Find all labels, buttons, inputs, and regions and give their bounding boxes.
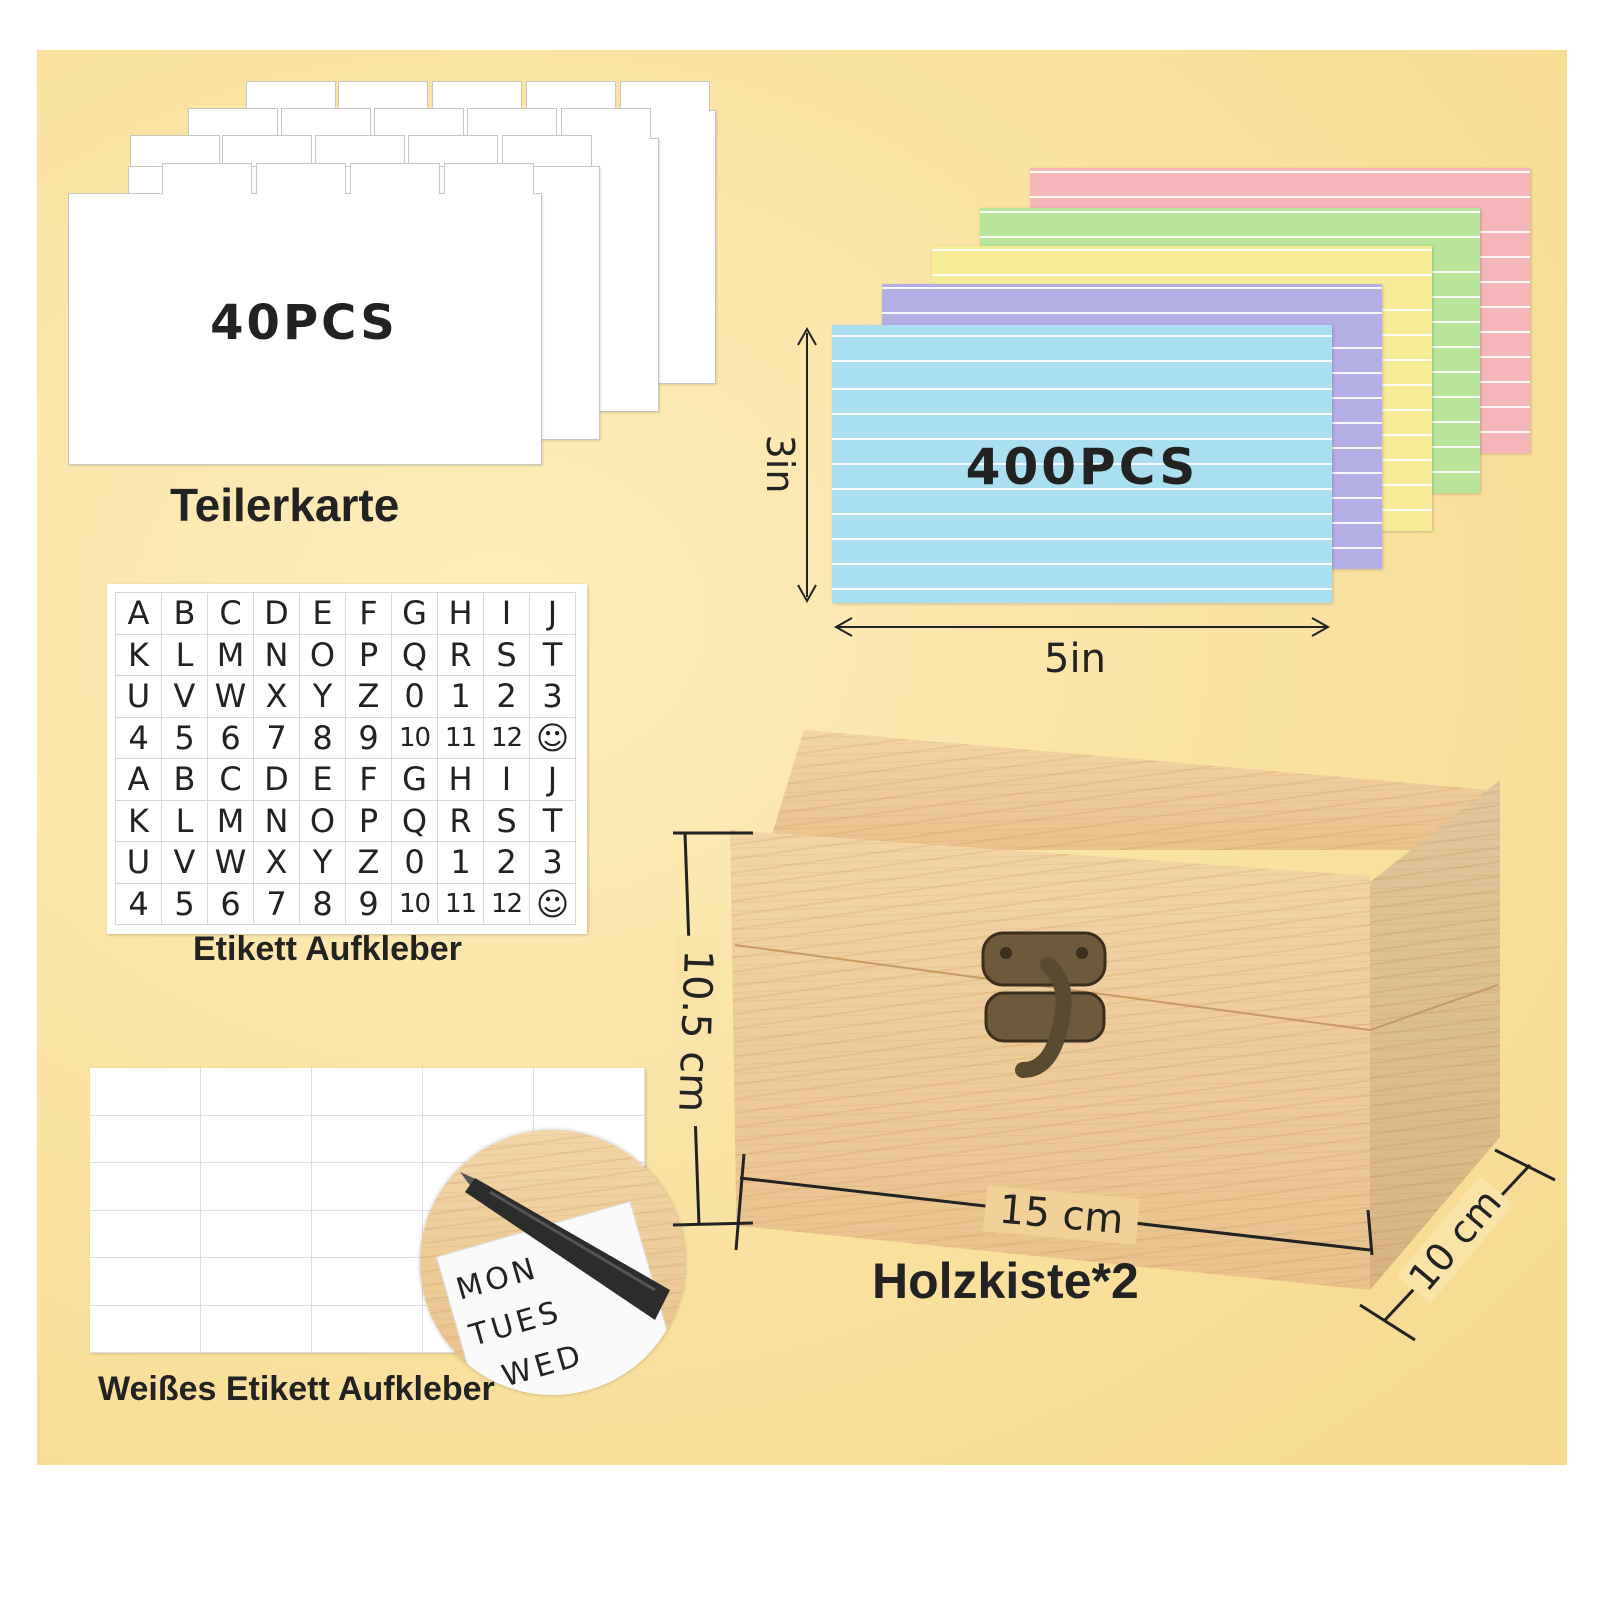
sticker-cell: 3 [530, 676, 576, 718]
sticker-cell: 8 [300, 883, 346, 925]
sticker-cell: L [162, 800, 208, 842]
sticker-cell: Y [300, 676, 346, 718]
sticker-cell: D [254, 759, 300, 801]
sticker-cell: O [300, 800, 346, 842]
sticker-cell: N [254, 634, 300, 676]
sticker-cell: 4 [116, 717, 162, 759]
pen-icon [460, 1172, 670, 1320]
height-dimension-arrow [797, 326, 817, 604]
box-height-label: 10.5 cm [668, 935, 722, 1127]
sticker-cell: K [116, 800, 162, 842]
white-label-caption: Weißes Etikett Aufkleber [98, 1370, 495, 1408]
sticker-cell: 9 [346, 883, 392, 925]
sticker-cell: B [162, 593, 208, 635]
index-card-height-label: 3in [758, 434, 802, 494]
sticker-cell: P [346, 800, 392, 842]
sticker-cell: 11 [438, 717, 484, 759]
sticker-cell: 10 [392, 883, 438, 925]
sticker-cell: 0 [392, 676, 438, 718]
box-lid-seam [734, 944, 1499, 1031]
index-card-blue [832, 325, 1332, 603]
sticker-cell: 6 [208, 883, 254, 925]
sticker-cell: J [530, 593, 576, 635]
sticker-cell: K [116, 634, 162, 676]
sticker-cell: M [208, 800, 254, 842]
sticker-cell: F [346, 759, 392, 801]
sticker-cell: O [300, 634, 346, 676]
wooden-box-caption: Holzkiste*2 [872, 1253, 1139, 1309]
sticker-cell: G [392, 593, 438, 635]
sticker-cell: Q [392, 800, 438, 842]
sticker-cell: P [346, 634, 392, 676]
sticker-cell: 1 [438, 842, 484, 884]
sticker-cell: C [208, 593, 254, 635]
sticker-cell: B [162, 759, 208, 801]
sticker-cell: L [162, 634, 208, 676]
sticker-cell: 1 [438, 676, 484, 718]
sticker-cell: W [208, 676, 254, 718]
sticker-cell: 7 [254, 883, 300, 925]
sticker-cell: N [254, 800, 300, 842]
sticker-cell: 11 [438, 883, 484, 925]
label-writing-inset: MON TUES WED [420, 1130, 685, 1395]
sticker-cell: Z [346, 676, 392, 718]
sticker-cell: V [162, 676, 208, 718]
sticker-cell: Q [392, 634, 438, 676]
sticker-cell: 6 [208, 717, 254, 759]
sticker-cell: 8 [300, 717, 346, 759]
width-dimension-arrow [833, 617, 1331, 637]
sticker-cell: J [530, 759, 576, 801]
sticker-cell: Z [346, 842, 392, 884]
sticker-cell: S [484, 800, 530, 842]
sticker-cell: A [116, 593, 162, 635]
sticker-cell: 0 [392, 842, 438, 884]
sticker-cell: ☺ [530, 883, 576, 925]
sticker-cell: T [530, 800, 576, 842]
sticker-cell: H [438, 593, 484, 635]
letter-sticker-caption: Etikett Aufkleber [193, 930, 462, 968]
sticker-cell: D [254, 593, 300, 635]
sticker-cell: 7 [254, 717, 300, 759]
sticker-cell: ☺ [530, 717, 576, 759]
sticker-cell: U [116, 842, 162, 884]
sticker-cell: 12 [484, 883, 530, 925]
sticker-cell: F [346, 593, 392, 635]
sticker-cell: R [438, 800, 484, 842]
sticker-cell: Y [300, 842, 346, 884]
sticker-cell: 3 [530, 842, 576, 884]
sticker-cell: X [254, 842, 300, 884]
sticker-cell: E [300, 759, 346, 801]
sticker-cell: 2 [484, 676, 530, 718]
sticker-cell: 10 [392, 717, 438, 759]
latch-icon [981, 931, 1107, 1078]
sticker-cell: 5 [162, 717, 208, 759]
sticker-cell: 2 [484, 842, 530, 884]
sticker-cell: 5 [162, 883, 208, 925]
sticker-cell: A [116, 759, 162, 801]
sticker-cell: R [438, 634, 484, 676]
sticker-cell: M [208, 634, 254, 676]
sticker-cell: S [484, 634, 530, 676]
divider-count-label: 40PCS [210, 295, 398, 351]
sticker-cell: G [392, 759, 438, 801]
sticker-cell: 4 [116, 883, 162, 925]
sticker-cell: 9 [346, 717, 392, 759]
sticker-cell: V [162, 842, 208, 884]
sticker-cell: C [208, 759, 254, 801]
sticker-cell: U [116, 676, 162, 718]
divider-caption: Teilerkarte [170, 479, 400, 531]
sticker-cell: H [438, 759, 484, 801]
sticker-cell: I [484, 759, 530, 801]
sticker-cell: E [300, 593, 346, 635]
sticker-cell: T [530, 634, 576, 676]
sticker-cell: W [208, 842, 254, 884]
index-card-width-label: 5in [1044, 636, 1106, 682]
sticker-cell: 12 [484, 717, 530, 759]
index-card-count-label: 400PCS [965, 438, 1199, 496]
sticker-cell: I [484, 593, 530, 635]
sticker-cell: X [254, 676, 300, 718]
